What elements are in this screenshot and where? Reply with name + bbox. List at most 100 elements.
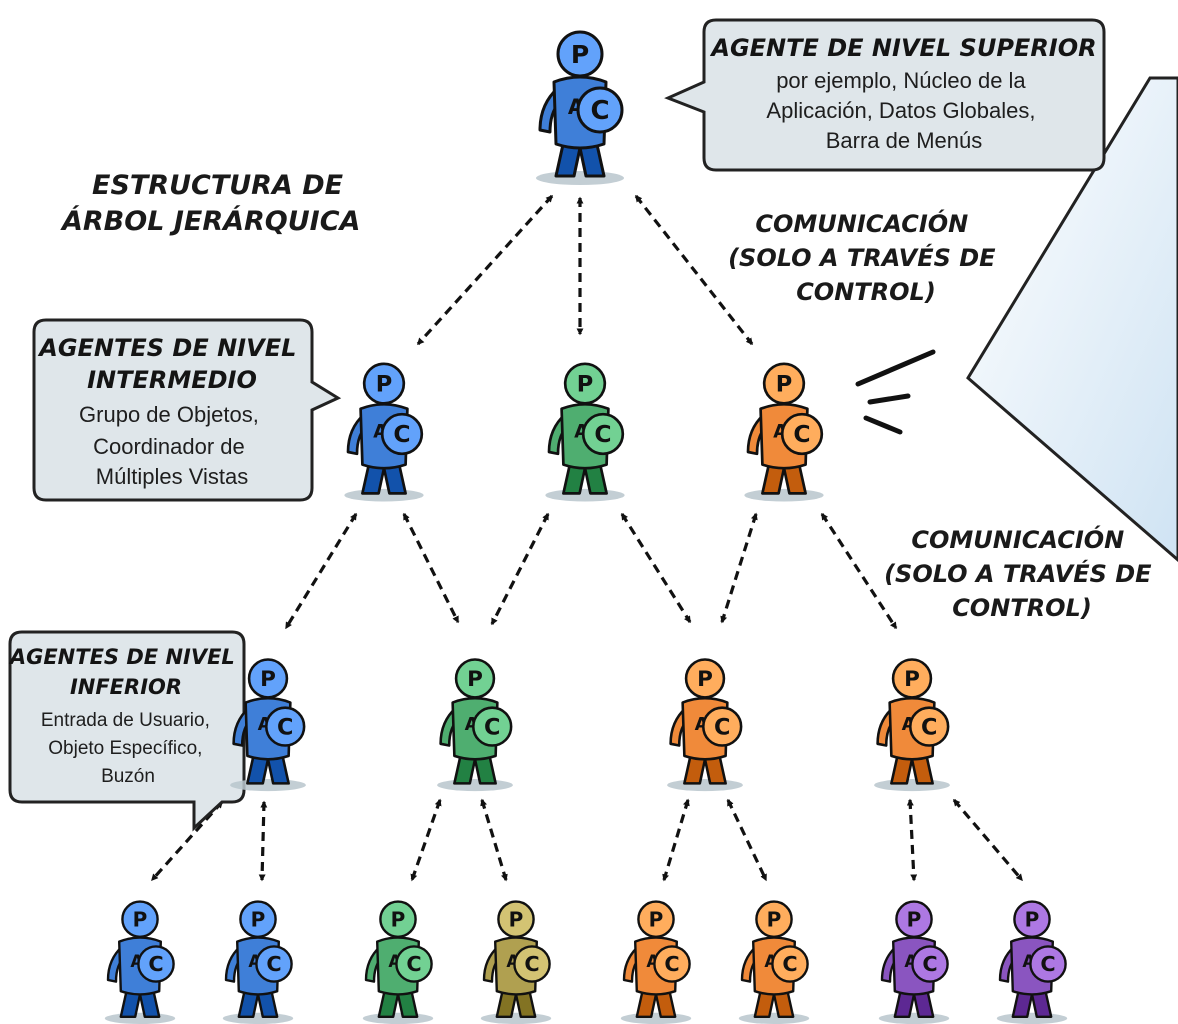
control-label: C: [524, 952, 539, 976]
callout-bottom-title: AGENTES DE NIVEL INFERIOR: [8, 645, 242, 699]
communication-link: [150, 800, 224, 882]
communication-link: [634, 194, 754, 346]
communication-link: [490, 512, 550, 626]
agent-shadow: [620, 1012, 692, 1024]
agent-shadow: [878, 1012, 950, 1024]
agent-head: [454, 658, 496, 699]
control-shield: [908, 706, 950, 747]
emphasis-strokes: [855, 349, 936, 435]
control-label: C: [484, 714, 500, 740]
presentation-label: P: [133, 907, 148, 931]
control-shield: [576, 86, 624, 134]
communication-link: [906, 798, 918, 882]
callout-bottom-text: AGENTES DE NIVEL INFERIOR Entrada de Usu…: [8, 645, 242, 787]
agent-shadow: [744, 488, 824, 502]
presentation-label: P: [776, 372, 793, 398]
agent-shadow: [738, 1012, 810, 1024]
control-label: C: [922, 952, 937, 976]
communication-note-lower: COMUNICACIÓN (SOLO A TRAVÉS DE CONTROL): [884, 524, 1160, 622]
agent-shadow: [222, 1012, 294, 1024]
control-label: C: [782, 952, 797, 976]
agent-head: [563, 362, 607, 405]
control-label: C: [148, 952, 163, 976]
agent-shadow: [667, 779, 743, 792]
control-shield: [581, 412, 625, 456]
control-shield: [513, 945, 551, 983]
callout-top-title: AGENTE DE NIVEL SUPERIOR: [709, 34, 1096, 62]
connections: [150, 194, 1024, 882]
control-label: C: [590, 96, 609, 126]
communication-link: [416, 194, 554, 346]
control-label: C: [594, 420, 611, 448]
control-shield: [264, 706, 306, 747]
control-shield: [380, 412, 424, 456]
control-label: C: [393, 420, 410, 448]
presentation-label: P: [467, 667, 483, 692]
callout-middle-body: Grupo de Objetos, Coordinador de Múltipl…: [79, 402, 265, 489]
callout-middle-level: AGENTES DE NIVEL INTERMEDIO Grupo de Obj…: [32, 318, 342, 502]
agent-head: [891, 658, 933, 699]
presentation-label: P: [251, 907, 266, 931]
control-label: C: [266, 952, 281, 976]
communication-link: [402, 512, 460, 624]
agent-head: [1013, 900, 1051, 938]
control-shield: [471, 706, 513, 747]
communication-link: [820, 512, 898, 630]
agent-head: [755, 900, 793, 938]
agent-shadow: [536, 171, 624, 185]
presentation-label: P: [697, 667, 713, 692]
control-shield: [255, 945, 293, 983]
control-label: C: [793, 420, 810, 448]
communication-link: [258, 800, 268, 882]
control-shield: [771, 945, 809, 983]
communication-link: [720, 512, 758, 624]
presentation-label: P: [376, 372, 393, 398]
communication-link: [480, 798, 508, 882]
presentation-label: P: [509, 907, 524, 931]
communication-link: [662, 798, 690, 882]
agent-shadow: [874, 779, 950, 792]
agent-head: [239, 900, 277, 938]
callout-top-level: AGENTE DE NIVEL SUPERIOR por ejemplo, Nú…: [664, 18, 1106, 172]
communication-note-upper: COMUNICACIÓN (SOLO A TRAVÉS DE CONTROL): [728, 208, 1004, 306]
control-shield: [911, 945, 949, 983]
control-shield: [137, 945, 175, 983]
presentation-label: P: [260, 667, 276, 692]
presentation-label: P: [1025, 907, 1040, 931]
agent-shadow: [437, 779, 513, 792]
presentation-label: P: [907, 907, 922, 931]
agent-head: [379, 900, 417, 938]
control-shield: [653, 945, 691, 983]
control-label: C: [714, 714, 730, 740]
control-shield: [1029, 945, 1067, 983]
diagram-title: ESTRUCTURA DE ÁRBOL JERÁRQUICA: [60, 170, 360, 237]
presentation-label: P: [391, 907, 406, 931]
presentation-label: P: [571, 40, 589, 69]
agent-head: [497, 900, 535, 938]
communication-link: [952, 798, 1024, 882]
agent-shadow: [480, 1012, 552, 1024]
agent-head: [637, 900, 675, 938]
agent-head: [684, 658, 726, 699]
callout-top-body: por ejemplo, Núcleo de la Aplicación, Da…: [766, 68, 1041, 153]
agent-head: [895, 900, 933, 938]
control-label: C: [921, 714, 937, 740]
communication-link: [726, 798, 768, 882]
agent-shadow: [104, 1012, 176, 1024]
agent-head: [556, 30, 604, 78]
communication-link: [620, 512, 692, 624]
